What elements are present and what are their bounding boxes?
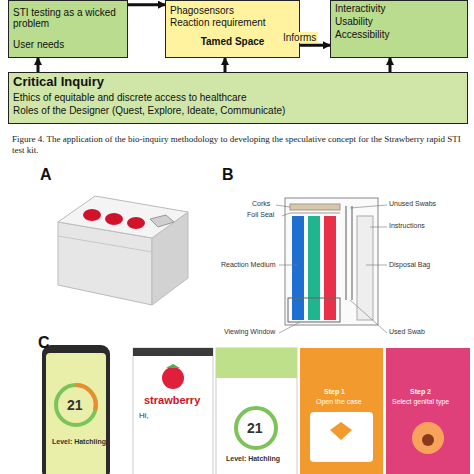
process-box: PhagosensorsReaction requirementTamed Sp… [165, 0, 300, 58]
part-label: Unused Swabs [389, 200, 436, 207]
screen-text: Level: Hatchling [226, 455, 280, 462]
fruit-icon [412, 422, 444, 454]
app-screen [133, 348, 213, 474]
swab [345, 206, 347, 300]
red-cork [83, 209, 101, 221]
process-box: InteractivityUsabilityAccessibility [330, 0, 468, 58]
red-cork [127, 217, 145, 229]
screen-text: strawberry [144, 394, 200, 406]
kit-top [58, 196, 188, 238]
edge-label: Informs [281, 32, 318, 43]
progress-ring [56, 385, 96, 425]
cork-row [290, 204, 340, 210]
case-icon [330, 422, 352, 440]
leader-line [350, 205, 387, 208]
screen-text: 21 [247, 420, 263, 436]
node-text: User needs [9, 39, 127, 50]
tube-red [324, 216, 336, 320]
node-text: Interactivity [331, 3, 467, 14]
red-cork [105, 213, 123, 225]
node-text: Accessibility [331, 29, 467, 40]
phone-screen [46, 353, 106, 474]
app-screen [386, 348, 470, 474]
part-label: Used Swab [389, 328, 425, 335]
app-screen [216, 348, 297, 474]
leader-line [279, 322, 300, 333]
leader-line [370, 227, 387, 228]
screen-text: Hi, [139, 411, 149, 420]
viewing-window [288, 298, 340, 322]
part-label: Reaction Medium [221, 261, 275, 268]
leader-line [276, 205, 290, 207]
flow-arrow [128, 3, 165, 6]
panel-letter: A [40, 166, 52, 184]
phone-body [42, 345, 110, 474]
inquiry-band: Critical InquiryEthics of equitable and … [8, 72, 468, 124]
screen-text: Step 2 [410, 388, 431, 395]
flow-arrow [224, 58, 227, 72]
screen-text: Step 1 [324, 388, 345, 395]
flow-arrow [37, 58, 40, 72]
foil-line [290, 213, 340, 214]
app-screen [300, 348, 383, 474]
fruit-stone [422, 434, 434, 446]
leader-line [282, 213, 290, 216]
process-box: STI testing as a wicked problemUser need… [8, 0, 128, 58]
node-text: Usability [331, 16, 467, 27]
leader-line [366, 265, 387, 266]
status-bar [133, 348, 213, 356]
leader-line [279, 265, 298, 266]
swab [351, 206, 353, 300]
panel-letter: B [222, 166, 234, 184]
part-label: Corks [252, 200, 270, 207]
flow-arrow [389, 58, 392, 72]
node-text: Reaction requirement [166, 17, 299, 28]
kit-outline [285, 198, 378, 325]
strawberry-leaf [166, 364, 180, 368]
node-text: Ethics of equitable and discrete access … [9, 92, 467, 103]
app-header [216, 348, 297, 378]
part-label: Disposal Bag [389, 261, 430, 268]
figure-caption: Figure 4. The application of the bio-inq… [12, 134, 464, 156]
panel-letter: C [38, 334, 50, 352]
tube-blue [292, 216, 304, 320]
card [310, 412, 373, 462]
node-text: Roles of the Designer (Quest, Explore, I… [9, 105, 467, 116]
band-heading: Critical Inquiry [9, 75, 467, 89]
disposal-bag [357, 216, 373, 320]
part-label: Viewing Window [224, 328, 275, 335]
leader-line [350, 300, 387, 333]
node-text: Tamed Space [166, 36, 299, 47]
screen-text: Open the case [316, 398, 362, 405]
part-label: Foil Seal [247, 211, 274, 218]
tube-teal [308, 216, 320, 320]
screen-text: Select genital type [392, 398, 449, 405]
screen-text: 21 [67, 397, 83, 413]
lid-seam [58, 236, 152, 252]
node-text: STI testing as a wicked problem [9, 7, 127, 29]
strawberry-icon [162, 367, 184, 389]
flow-arrow [300, 44, 330, 47]
screen-text: Level: Hatchling [52, 438, 106, 445]
swab-slot [150, 215, 174, 227]
progress-ring [236, 408, 276, 448]
node-text: Phagosensors [166, 5, 299, 16]
part-label: Instructions [389, 222, 425, 229]
